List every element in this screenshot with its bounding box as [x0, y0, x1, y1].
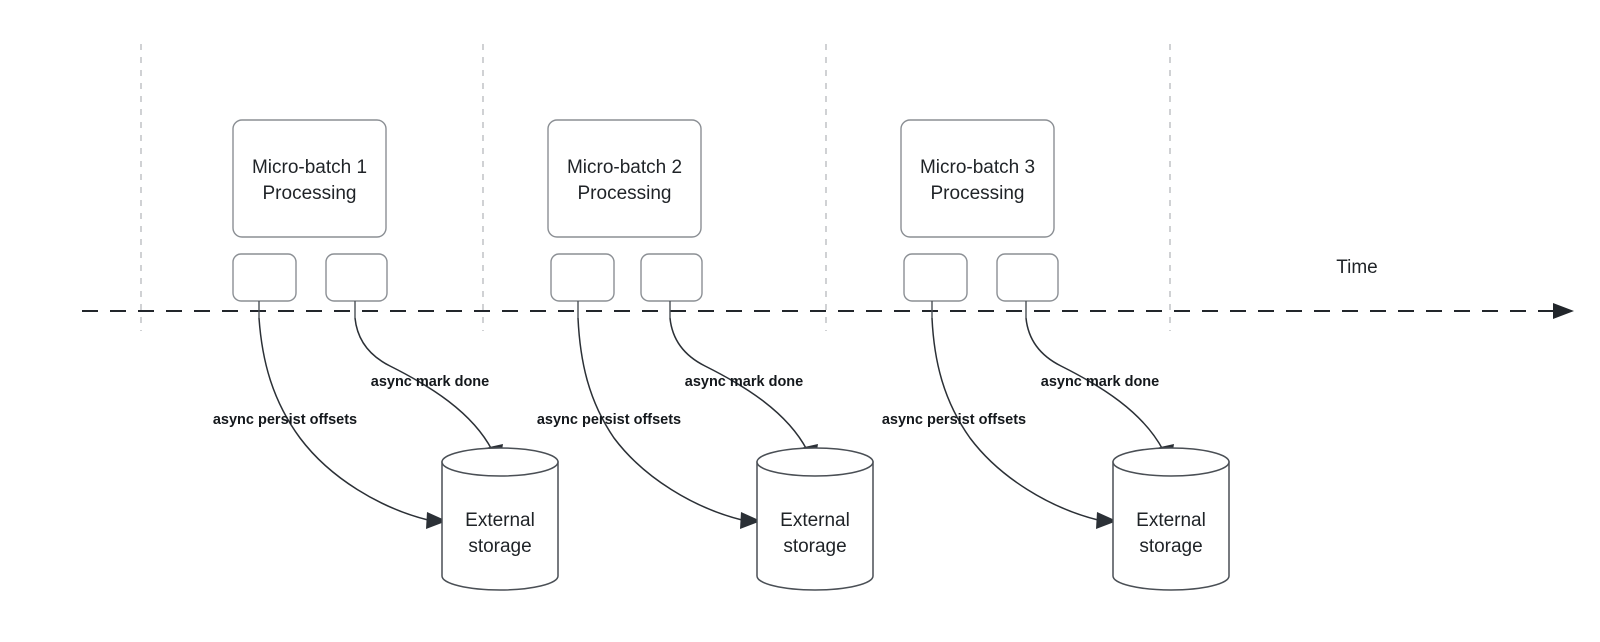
group-3-async-persist-offsets-arrowhead-icon — [1096, 512, 1117, 529]
micro-batch-3-label-line1: Micro-batch 3 — [920, 157, 1035, 178]
group-2-async-mark-done-edge — [669, 317, 808, 451]
group-1-async-persist-offsets-arrowhead-icon — [426, 512, 447, 529]
group-2-mark-done-task-box[interactable] — [640, 253, 703, 302]
batch-boundary-lines — [140, 44, 1171, 331]
group-2-async-persist-offsets-edge — [577, 317, 743, 521]
micro-batch-3-label-line2: Processing — [931, 183, 1025, 204]
group-3-async-mark-done-label: async mark done — [1041, 374, 1159, 390]
group-3-async-persist-offsets-edge — [931, 317, 1099, 521]
micro-batch-3-box[interactable] — [900, 119, 1055, 238]
group-1-external-storage[interactable]: External storage — [441, 447, 559, 591]
group-1-persist-offsets-task-box[interactable] — [232, 253, 297, 302]
micro-batch-2-label-line2: Processing — [578, 183, 672, 204]
group-2-external-storage-label-line1: External — [780, 510, 850, 531]
group-1-async-mark-done-edge — [354, 317, 493, 451]
group-3-external-storage-label-line1: External — [1136, 510, 1206, 531]
group-1-async-persist-offsets-label: async persist offsets — [213, 412, 357, 428]
time-axis: Time — [82, 257, 1574, 319]
micro-batch-group-3: Micro-batch 3 Processing async persist o… — [882, 119, 1230, 591]
micro-batch-group-2: Micro-batch 2 Processing async persist o… — [537, 119, 874, 591]
group-1-async-persist-offsets-edge — [258, 317, 429, 521]
group-1-external-storage-label-line2: storage — [468, 536, 531, 557]
group-3-async-mark-done-edge — [1025, 317, 1164, 451]
group-1-external-storage-label-line1: External — [465, 510, 535, 531]
group-3-mark-done-task-box[interactable] — [996, 253, 1059, 302]
group-3-external-storage-label-line2: storage — [1139, 536, 1202, 557]
group-2-external-storage[interactable]: External storage — [756, 447, 874, 591]
group-1-mark-done-task-box[interactable] — [325, 253, 388, 302]
group-2-async-persist-offsets-label: async persist offsets — [537, 412, 681, 428]
micro-batch-group-1: Micro-batch 1 Processing async persist o… — [213, 119, 559, 591]
group-3-persist-offsets-task-box[interactable] — [903, 253, 968, 302]
group-3-external-storage[interactable]: External storage — [1112, 447, 1230, 591]
group-2-persist-offsets-task-box[interactable] — [550, 253, 615, 302]
group-2-async-persist-offsets-arrowhead-icon — [740, 512, 761, 529]
time-axis-arrow-icon — [1553, 303, 1574, 319]
group-1-async-mark-done-label: async mark done — [371, 374, 489, 390]
micro-batch-1-label-line1: Micro-batch 1 — [252, 157, 367, 178]
micro-batch-1-box[interactable] — [232, 119, 387, 238]
group-2-async-mark-done-label: async mark done — [685, 374, 803, 390]
micro-batch-2-label-line1: Micro-batch 2 — [567, 157, 682, 178]
micro-batch-2-box[interactable] — [547, 119, 702, 238]
micro-batch-1-label-line2: Processing — [263, 183, 357, 204]
group-2-external-storage-label-line2: storage — [783, 536, 846, 557]
group-3-async-persist-offsets-label: async persist offsets — [882, 412, 1026, 428]
time-axis-label: Time — [1336, 257, 1378, 278]
